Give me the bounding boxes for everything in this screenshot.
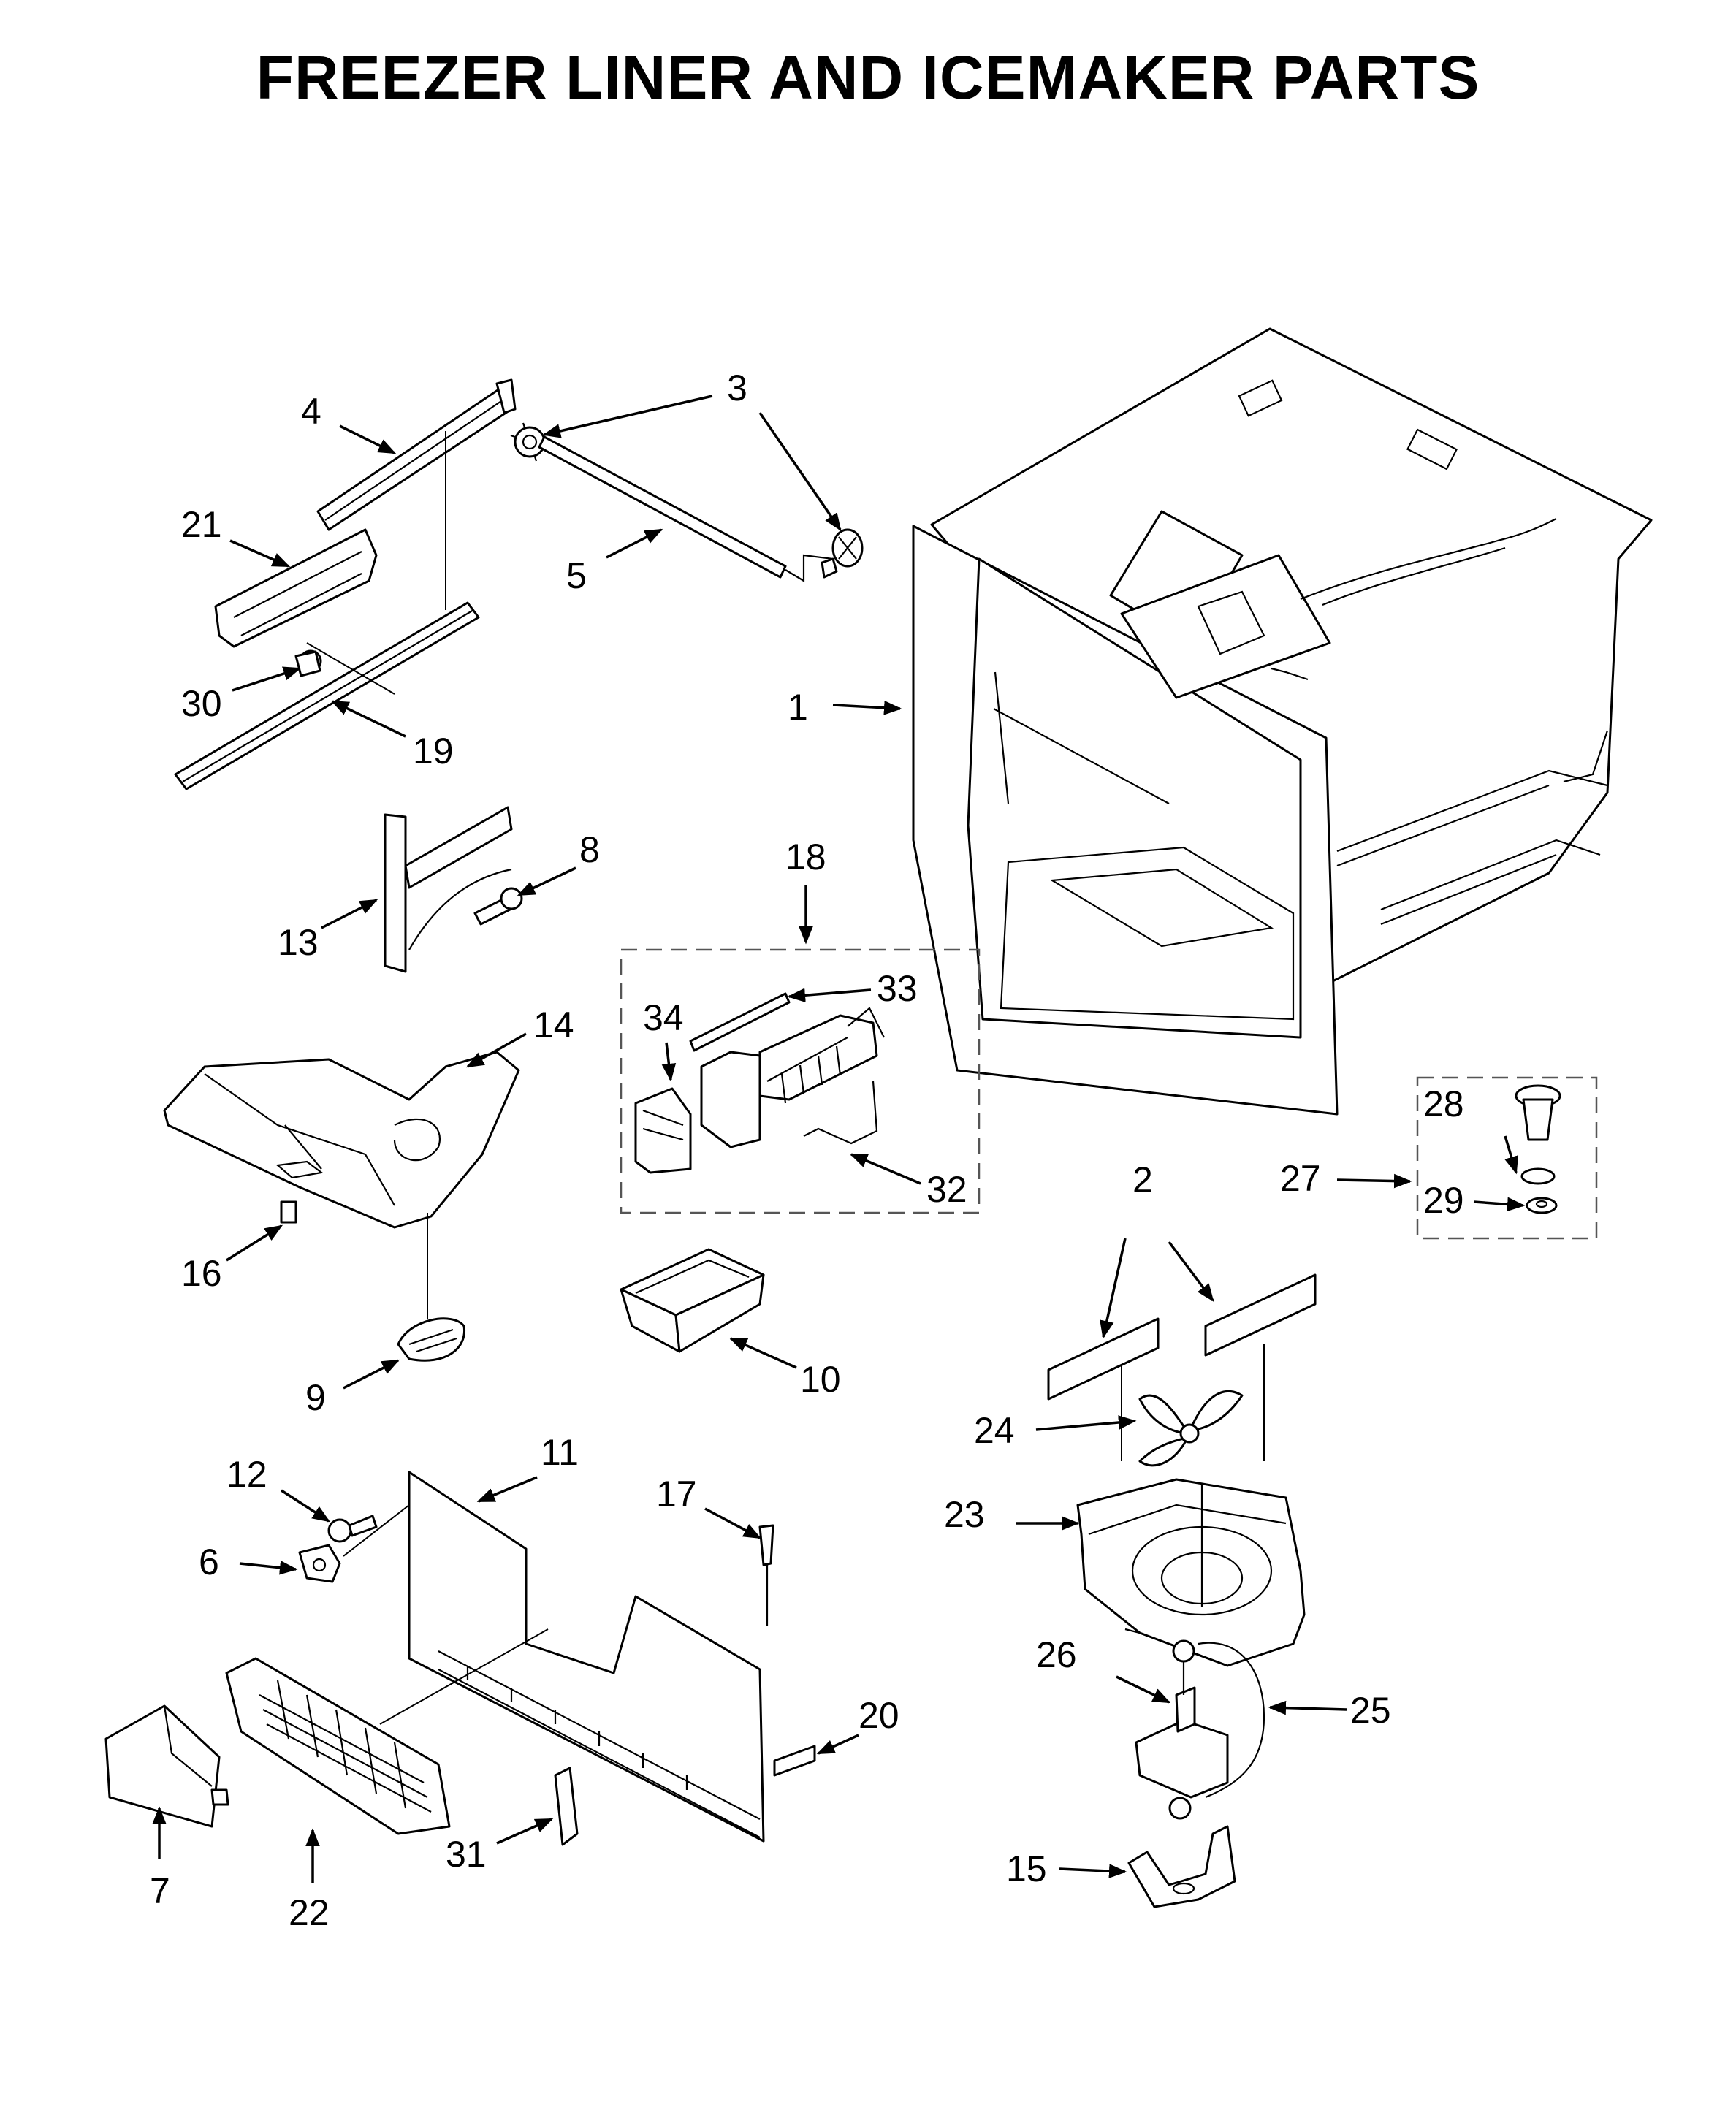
washer-part-29[interactable]: [1526, 1197, 1558, 1214]
callout-14: 14: [533, 1005, 574, 1045]
callout-13: 13: [278, 922, 319, 963]
sensor-part-31[interactable]: [554, 1767, 579, 1846]
callout-15: 15: [1006, 1848, 1047, 1889]
callout-7: 7: [150, 1870, 170, 1911]
slide-rail-part-19[interactable]: [174, 601, 480, 790]
callout-21: 21: [181, 504, 222, 545]
callout-1: 1: [788, 687, 808, 728]
callout-24: 24: [974, 1410, 1015, 1451]
callout-11: 11: [541, 1432, 579, 1473]
grille-part-22[interactable]: [225, 1657, 451, 1835]
callout-8: 8: [579, 829, 600, 870]
callout-6: 6: [199, 1542, 219, 1582]
callout-34: 34: [643, 997, 684, 1038]
callout-5: 5: [566, 555, 587, 596]
callout-17: 17: [656, 1474, 697, 1515]
motor-cover-part-9[interactable]: [397, 1317, 466, 1362]
fitting-part-28[interactable]: [1515, 1084, 1561, 1141]
callout-4: 4: [301, 391, 321, 432]
callout-28: 28: [1423, 1083, 1464, 1124]
bracket-part-21[interactable]: [214, 528, 378, 648]
clip-part-16[interactable]: [280, 1200, 297, 1224]
icemaker-assembly-part-18[interactable]: [620, 948, 981, 1214]
callout-labels: 1 2 3 4 5 6 7 8 9 10 11 12 13 14 15 16 1…: [150, 367, 1464, 1933]
ice-bucket-part-10[interactable]: [620, 1248, 765, 1353]
diagram-title: FREEZER LINER AND ICEMAKER PARTS: [256, 43, 1480, 112]
callout-10: 10: [800, 1359, 841, 1400]
callout-23: 23: [944, 1494, 985, 1535]
leader-lines: [152, 395, 1526, 1883]
callout-27: 27: [1280, 1158, 1321, 1199]
screw-part-12[interactable]: [327, 1515, 378, 1543]
callout-9: 9: [305, 1377, 326, 1418]
callout-29: 29: [1423, 1180, 1464, 1221]
screw-part-30[interactable]: [294, 649, 322, 677]
motor-mount-part-15[interactable]: [1127, 1797, 1236, 1908]
front-cover-part-34[interactable]: [634, 1087, 692, 1174]
callout-16: 16: [181, 1253, 222, 1294]
callout-33: 33: [877, 968, 918, 1009]
thermistor-part-17[interactable]: [758, 1524, 774, 1626]
fan-shroud-part-23[interactable]: [1076, 1478, 1306, 1667]
callout-18: 18: [785, 837, 826, 877]
gear-part-3-lower[interactable]: [821, 528, 864, 579]
callout-20: 20: [859, 1695, 899, 1736]
o-ring-part-28-ring: [1520, 1167, 1556, 1185]
screw-part-8[interactable]: [473, 887, 523, 926]
foam-strip-part-2-left[interactable]: [1047, 1317, 1160, 1401]
callout-19: 19: [413, 731, 454, 771]
callout-22: 22: [289, 1892, 330, 1933]
callout-2: 2: [1132, 1159, 1153, 1200]
callout-3: 3: [727, 367, 747, 408]
callout-30: 30: [181, 683, 222, 724]
cover-part-7[interactable]: [104, 1704, 229, 1828]
callout-31: 31: [446, 1834, 487, 1875]
bracket-part-13[interactable]: [384, 806, 513, 973]
gasket-part-20[interactable]: [773, 1745, 816, 1777]
harness-part-33[interactable]: [689, 992, 791, 1052]
ice-bin-tray-part-14[interactable]: [163, 1051, 520, 1229]
callout-25: 25: [1350, 1690, 1391, 1731]
kit-part-27[interactable]: [1416, 1076, 1598, 1240]
foam-strip-part-2-right[interactable]: [1204, 1273, 1317, 1357]
callout-26: 26: [1036, 1634, 1077, 1675]
callout-12: 12: [226, 1454, 267, 1495]
bracket-part-6[interactable]: [298, 1544, 341, 1583]
fan-motor-part-26[interactable]: [1135, 1639, 1229, 1799]
wire-harness-part-25[interactable]: [1198, 1642, 1265, 1799]
shutoff-arm-part-32[interactable]: [803, 1081, 878, 1145]
freezer-liner-part-1[interactable]: [912, 327, 1653, 1116]
icemaker-part-18-body: [700, 1007, 885, 1148]
shaft-part-5[interactable]: [538, 435, 834, 582]
callout-32: 32: [926, 1169, 967, 1210]
rear-panel-part-11[interactable]: [408, 1471, 765, 1843]
fan-blade-part-24[interactable]: [1138, 1390, 1244, 1467]
rail-cover-part-4[interactable]: [316, 378, 517, 531]
